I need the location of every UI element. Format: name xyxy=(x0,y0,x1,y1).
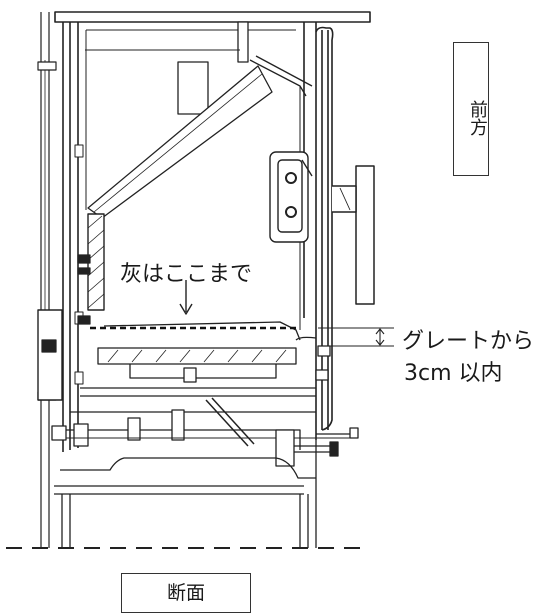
left-rods xyxy=(74,144,84,385)
section-caption: 断面 xyxy=(166,582,205,604)
section-caption-box: 断面 xyxy=(121,573,251,613)
grate-distance-label: グレートから xyxy=(402,329,535,354)
grate xyxy=(80,321,331,397)
dimension-lines xyxy=(318,327,394,347)
door-frame xyxy=(269,151,313,243)
firebrick-left xyxy=(77,213,105,325)
front-direction-box: 前方 xyxy=(453,42,489,176)
front-direction-label: 前方 xyxy=(467,100,488,136)
ash-limit-label: 灰はここまで xyxy=(120,262,253,287)
grate-distance-value: 3cm 以内 xyxy=(404,361,503,386)
ash-pan xyxy=(51,397,359,467)
left-wall-pipe xyxy=(37,12,63,548)
ash-arrow xyxy=(179,280,193,315)
base-legs xyxy=(54,440,317,548)
door-handle xyxy=(332,165,375,305)
top-plate xyxy=(54,11,371,23)
